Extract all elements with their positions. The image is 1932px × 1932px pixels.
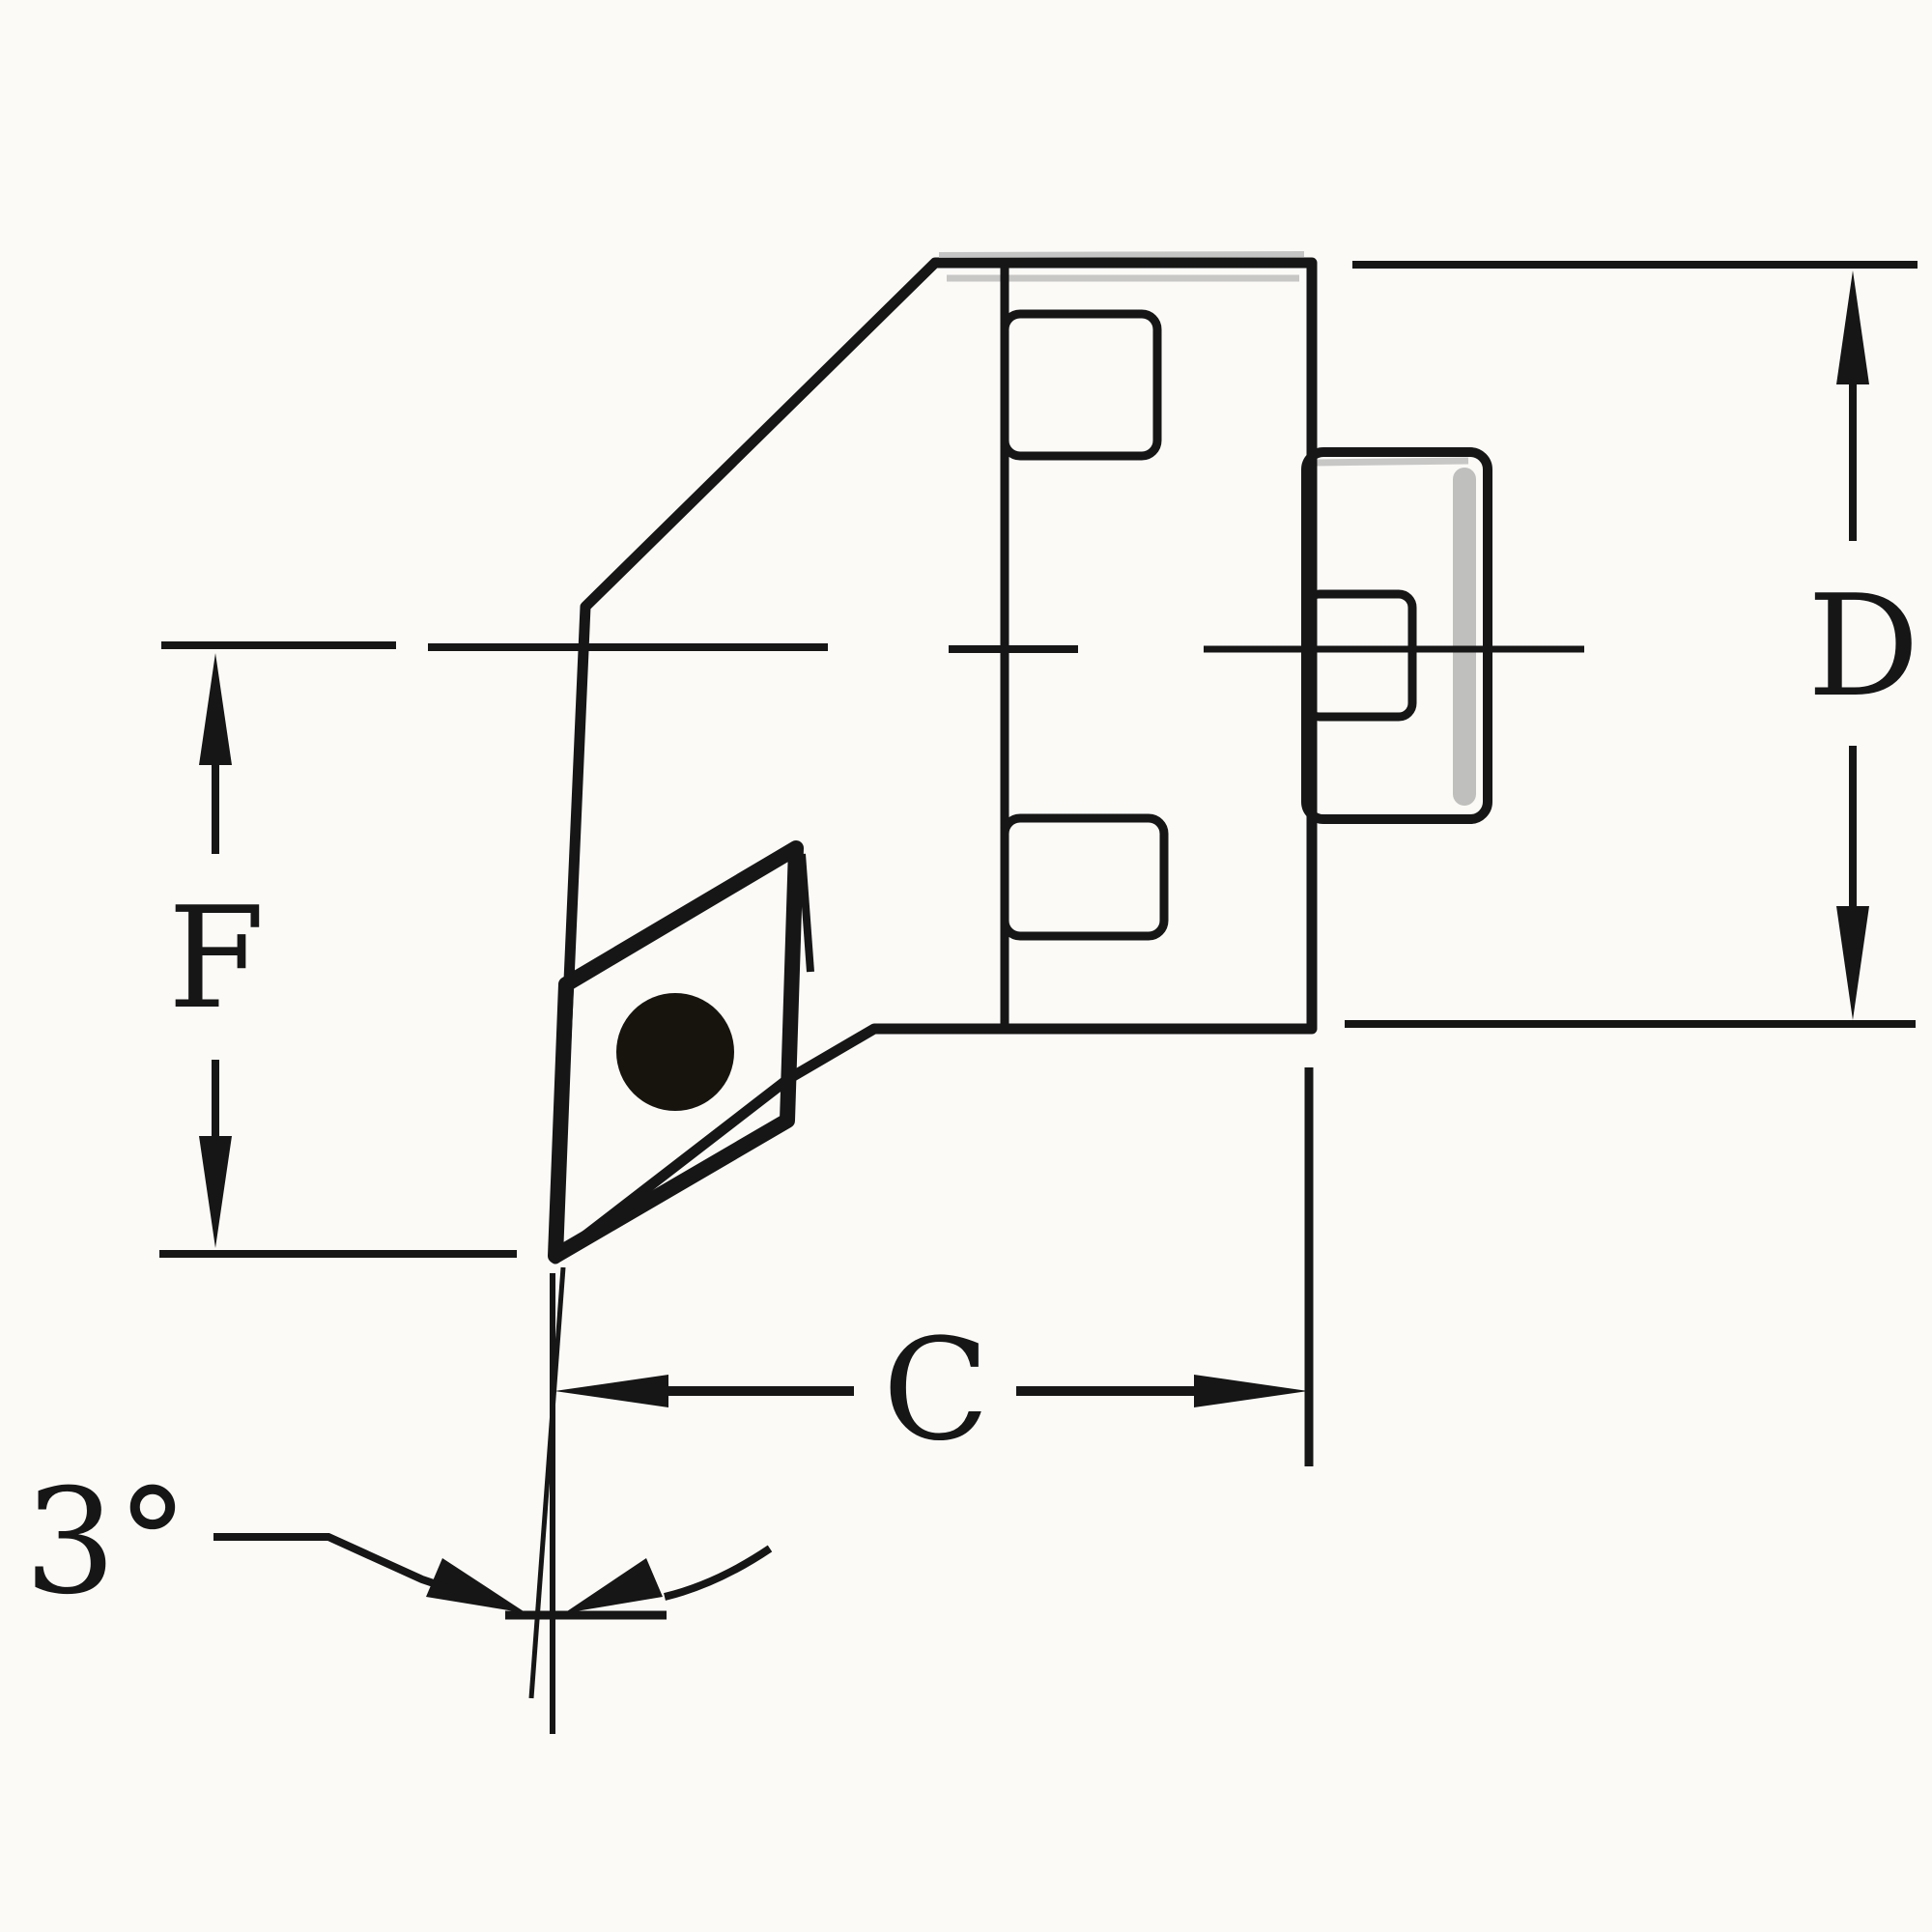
shank-highlight (1453, 468, 1476, 806)
insert-pocket-edge (798, 853, 814, 973)
centerline (428, 643, 1584, 653)
d-down-arrow-icon (1836, 906, 1869, 1020)
dimension-f: F (159, 641, 517, 1258)
f-up-arrow-icon (199, 653, 232, 765)
f-down-arrow-icon (199, 1136, 232, 1248)
shank-pocket (1301, 589, 1417, 722)
d-up-arrow-icon (1836, 270, 1869, 384)
diamond-insert (548, 840, 804, 1264)
angled-edge-line (528, 1266, 566, 1699)
angle-left-arrow-icon (426, 1558, 526, 1613)
f-label: F (168, 877, 266, 1040)
head-top-highlight (938, 251, 1305, 258)
angle-annotation: 3° (24, 1266, 773, 1734)
dimension-d: D (1345, 261, 1919, 1028)
d-label: D (1807, 565, 1919, 728)
angle-right-arrow-icon (564, 1558, 663, 1613)
shank-top-highlight (1315, 457, 1469, 467)
cutting-insert (548, 840, 814, 1264)
upper-pocket (1000, 309, 1162, 461)
angle-leader-left (213, 1533, 487, 1605)
c-label: C (883, 1309, 990, 1472)
c-right-arrow-icon (1194, 1375, 1308, 1407)
insert-screw-hole-icon (616, 993, 734, 1111)
dimension-c: C (554, 1067, 1314, 1472)
lower-pocket (1000, 813, 1169, 941)
angle-leader-right (664, 1545, 773, 1601)
angle-label: 3° (24, 1459, 188, 1627)
c-left-arrow-icon (554, 1375, 668, 1407)
